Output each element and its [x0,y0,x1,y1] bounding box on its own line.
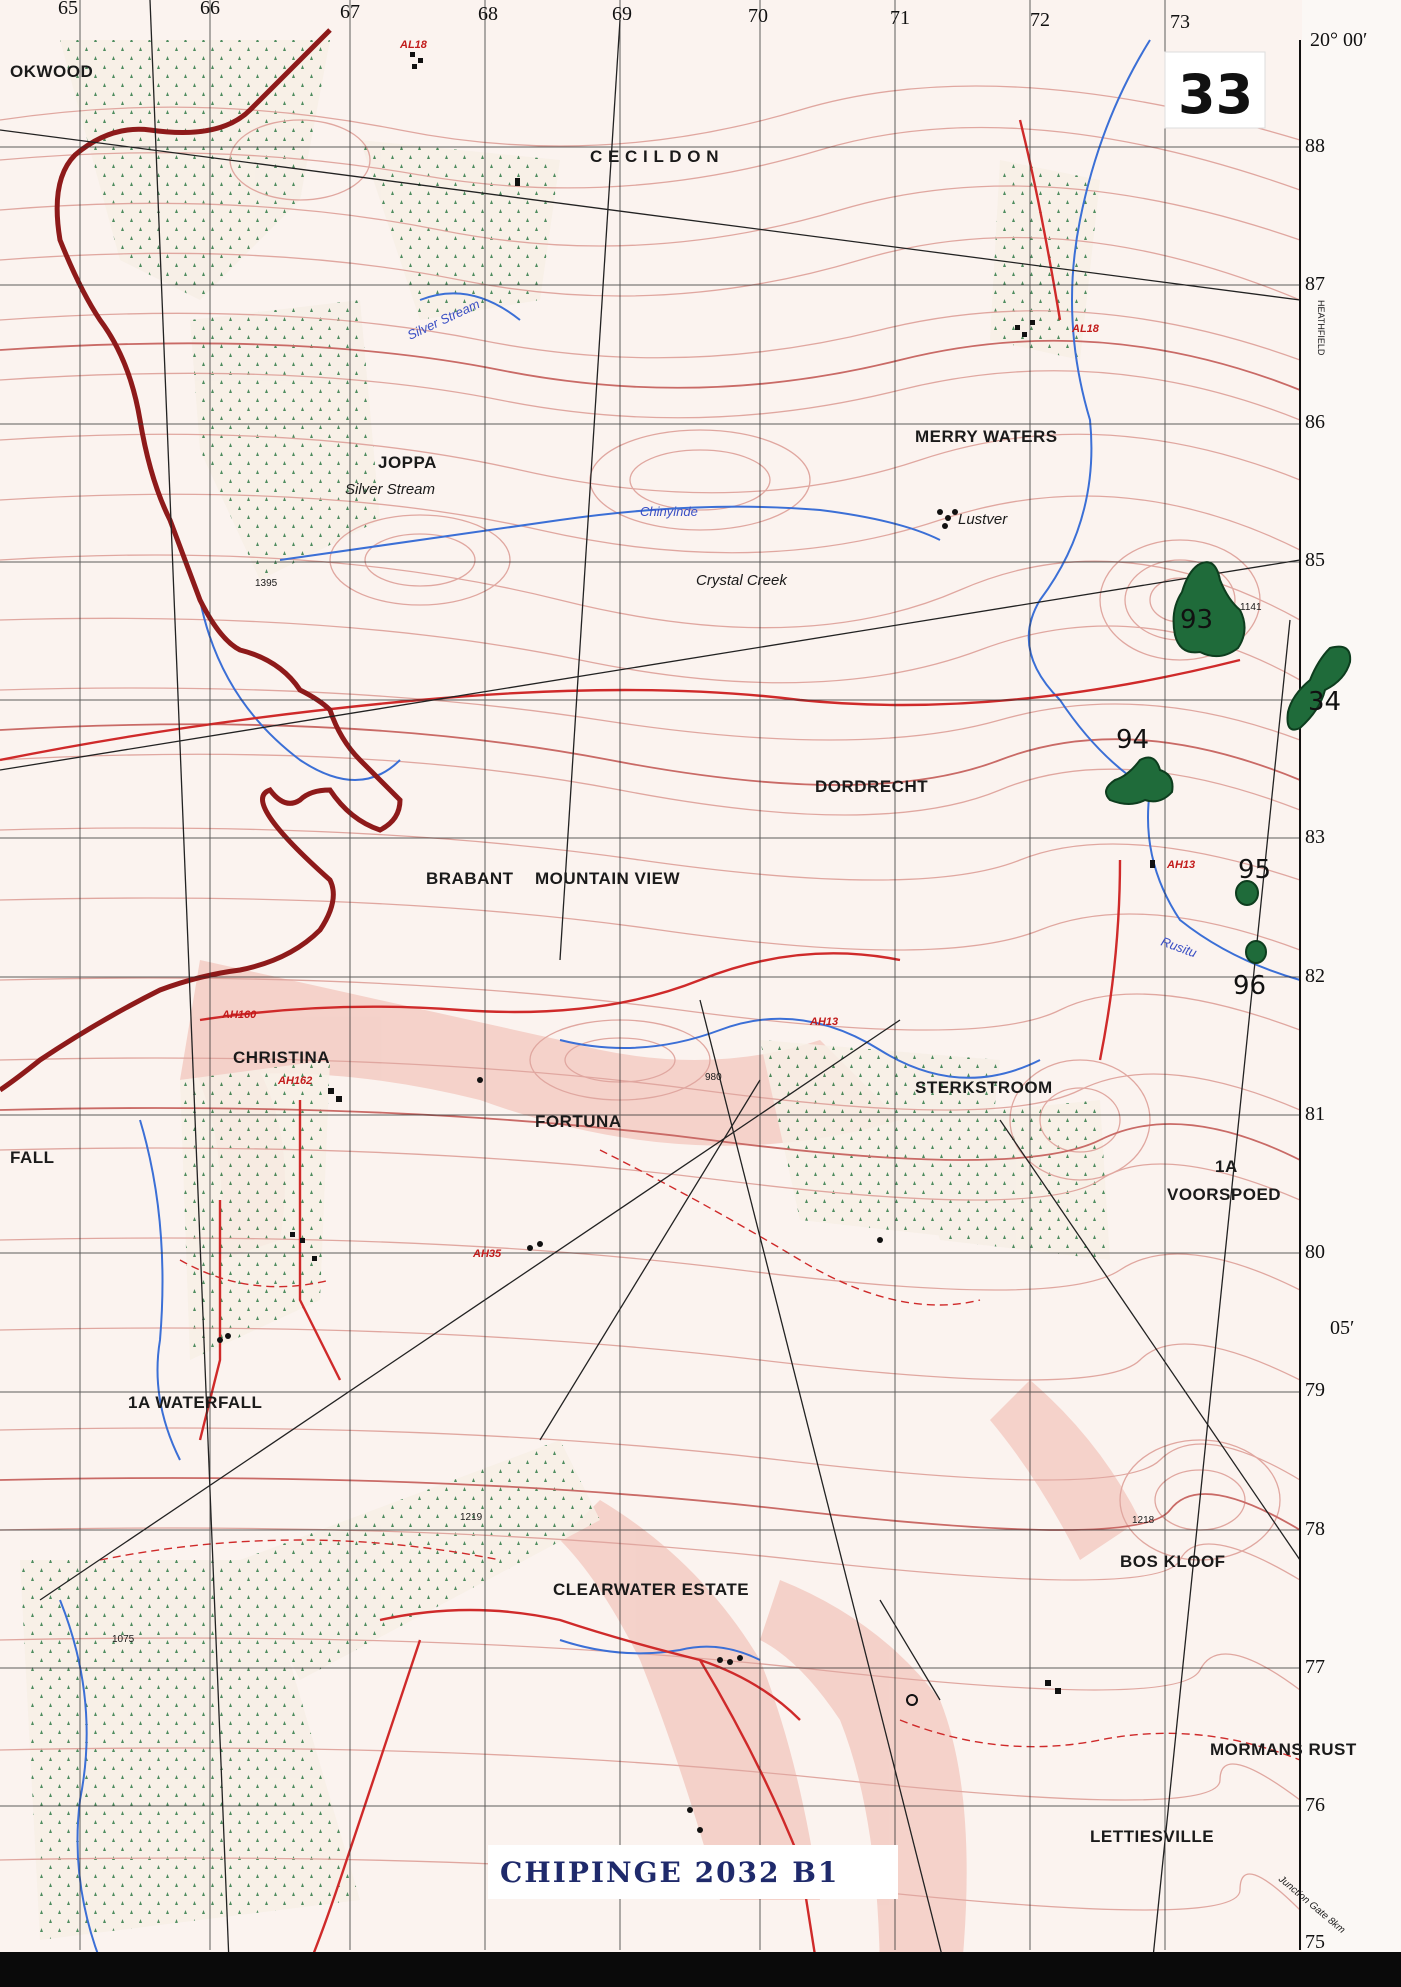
sheet-number: 33 [1178,63,1253,126]
svg-text:AH13: AH13 [1166,859,1195,871]
svg-text:86: 86 [1305,411,1325,433]
plot-label: 96 [1233,971,1266,1001]
property-lines [0,0,1301,1987]
plot-label: 95 [1238,855,1271,885]
svg-text:AH13: AH13 [809,1016,838,1028]
svg-text:78: 78 [1305,1518,1325,1540]
margin-note: HEATHFIELD [1316,300,1326,356]
place-label: OKWOOD [10,62,93,81]
svg-text:AH35: AH35 [472,1248,502,1260]
sheet-number-box: 33 [1164,51,1266,129]
place-label: 1A WATERFALL [128,1393,262,1412]
place-label: BOS KLOOF [1120,1552,1226,1571]
place-label: Silver Stream [345,481,435,498]
marked-plots [1105,561,1352,964]
plot-96-area [1245,940,1267,964]
svg-text:87: 87 [1305,273,1325,295]
svg-text:71: 71 [890,7,910,29]
spot-heights: 1395 1218 980 1075 1141 1219 [112,578,1262,1645]
sheet-title: CHIPINGE 2032 B1 [500,1856,839,1889]
svg-text:AL18: AL18 [1071,323,1100,335]
svg-text:AL18: AL18 [399,39,428,51]
svg-text:66: 66 [200,0,220,19]
svg-text:67: 67 [340,1,360,23]
svg-text:81: 81 [1305,1103,1325,1125]
svg-text:1075: 1075 [112,1634,135,1645]
plot-95-area [1235,880,1259,906]
river-label: Chinyinde [640,504,698,519]
plot-label: 93 [1180,605,1213,635]
plot-93-area [1172,561,1246,658]
buildings [217,52,1155,1833]
plot-34-area [1286,645,1352,731]
place-label: MORMANS RUST [1210,1740,1357,1759]
place-label: LETTIESVILLE [1090,1827,1214,1846]
svg-text:76: 76 [1305,1794,1325,1816]
svg-text:1219: 1219 [460,1512,483,1523]
place-label: MERRY WATERS [915,427,1058,446]
place-label: C E C I L D O N [590,147,719,166]
contour-lines [0,85,1301,1911]
svg-text:82: 82 [1305,965,1325,987]
svg-text:88: 88 [1305,135,1325,157]
place-label: BRABANT [426,869,514,888]
place-label: CLEARWATER ESTATE [553,1580,749,1599]
right-margin [1302,0,1401,1987]
svg-text:77: 77 [1305,1656,1325,1678]
scan-edge [0,1952,1401,1987]
road-labels: AL18 AL18 AH13 AH160 AH162 AH35 AH13 [221,39,1195,1260]
easting-labels: 65 66 67 68 69 70 71 72 73 [58,0,1190,33]
svg-text:1218: 1218 [1132,1515,1155,1526]
svg-text:80: 80 [1305,1241,1325,1263]
place-label: Lustver [958,511,1008,528]
place-label: DORDRECHT [815,777,928,796]
svg-text:83: 83 [1305,826,1325,848]
svg-text:68: 68 [478,3,498,25]
place-label: FALL [10,1148,55,1167]
border-line [0,28,403,1093]
svg-text:69: 69 [612,3,632,25]
place-label: Crystal Creek [696,572,788,589]
svg-text:20° 00′: 20° 00′ [1310,29,1367,51]
svg-text:79: 79 [1305,1379,1325,1401]
northing-labels: 20° 00′ 88 87 86 85 83 82 81 80 05′ 79 7… [1305,29,1367,1953]
svg-text:75: 75 [1305,1931,1325,1953]
svg-text:05′: 05′ [1330,1317,1354,1339]
svg-text:AH162: AH162 [277,1075,312,1087]
plot-numbers: 93 94 95 96 34 [1116,605,1341,1001]
svg-text:65: 65 [58,0,78,19]
tracks [99,1149,1301,1761]
svg-text:73: 73 [1170,11,1190,33]
place-label: FORTUNA [535,1112,622,1131]
place-label: VOORSPOED [1167,1185,1281,1204]
place-label: 1A [1215,1157,1238,1176]
place-label: MOUNTAIN VIEW [535,869,680,888]
svg-text:85: 85 [1305,549,1325,571]
place-label: STERKSTROOM [915,1078,1053,1097]
svg-text:AH160: AH160 [221,1009,257,1021]
grid-lines [0,0,1300,1950]
sheet-title-stamp: CHIPINGE 2032 B1 [488,1845,898,1899]
svg-text:1395: 1395 [255,578,278,589]
svg-text:980: 980 [705,1072,722,1083]
place-label: CHRISTINA [233,1048,330,1067]
svg-text:70: 70 [748,5,768,27]
svg-text:1141: 1141 [1240,602,1262,613]
place-label: JOPPA [378,453,437,472]
svg-text:72: 72 [1030,9,1050,31]
plot-label: 94 [1116,725,1149,755]
plot-94-area [1105,756,1174,805]
plot-label: 34 [1308,687,1341,717]
place-names: OKWOOD C E C I L D O N JOPPA MERRY WATER… [10,62,1357,1846]
